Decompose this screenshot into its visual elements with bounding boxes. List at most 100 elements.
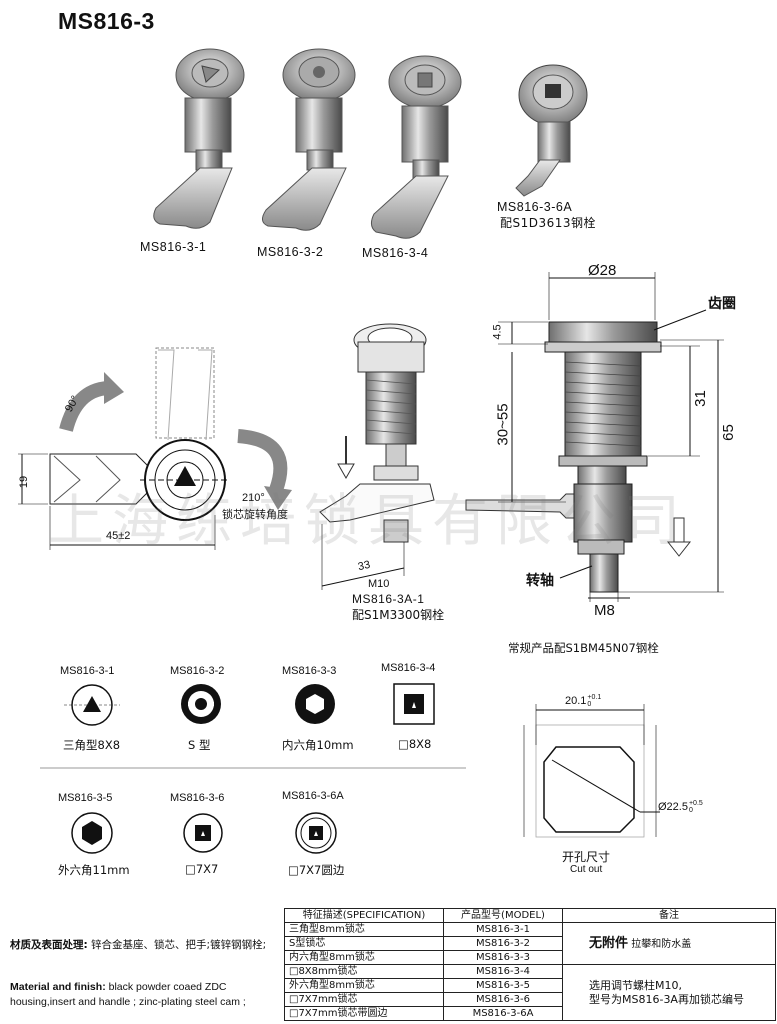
note-adjust-stud-line1: 选用调节螺柱M10, <box>589 978 682 992</box>
insert-icon-ms816-3-4 <box>393 683 435 725</box>
spec-table-header: 特征描述(SPECIFICATION) 产品型号(MODEL) 备注 <box>284 908 776 923</box>
cutout-width-lower-tol: 0 <box>587 701 592 708</box>
material-cn-text: 锌合金基座、锁芯、把手;镀锌钢钢栓; <box>91 939 267 951</box>
dim-45: 45±2 <box>106 530 131 542</box>
dim-33: 33 <box>356 558 372 574</box>
material-en-label: Material and finish <box>10 981 103 993</box>
insert-code-ms816-3-1: MS816-3-1 <box>60 665 115 677</box>
table-row: 三角型8mm锁芯 MS816-3-1 无附件 拉攀和防水盖 <box>284 922 776 965</box>
material-cn-label: 材质及表面处理 <box>10 939 84 951</box>
insert-code-ms816-3-5: MS816-3-5 <box>58 792 113 804</box>
variant-a-model: MS816-3A-1 <box>352 592 425 606</box>
cutout-diameter-lower-tol: 0 <box>688 807 693 814</box>
insert-icon-ms816-3-5 <box>71 812 113 854</box>
insert-icon-ms816-3-6 <box>183 813 223 853</box>
spec-cell: 三角型8mm锁芯 <box>284 922 444 937</box>
insert-icon-ms816-3-3 <box>295 684 335 724</box>
photo-ms816-3-2 <box>262 48 356 231</box>
table-row: □8X8mm锁芯 MS816-3-4 选用调节螺柱M10, 型号为MS816-3… <box>284 964 776 1021</box>
model-header: 产品型号(MODEL) <box>443 908 563 923</box>
insert-desc-ms816-3-5: 外六角11mm <box>58 863 130 877</box>
note-cell-adjust-stud: 选用调节螺柱M10, 型号为MS816-3A再加锁芯编号 <box>562 964 776 1021</box>
insert-desc-ms816-3-1: 三角型8X8 <box>63 738 121 752</box>
spec-cell: □7X7mm锁芯 <box>284 992 444 1007</box>
material-cn: 材质及表面处理: 锌合金基座、锁芯、把手;镀锌钢钢栓; <box>10 939 267 951</box>
dim-4-5: 4.5 <box>491 324 504 340</box>
model-cell: MS816-3-2 <box>443 936 563 951</box>
note-adjust-stud-line2: 型号为MS816-3A再加锁芯编号 <box>589 992 744 1006</box>
dim-m10: M10 <box>368 578 390 590</box>
spec-table: 特征描述(SPECIFICATION) 产品型号(MODEL) 备注 三角型8m… <box>284 908 776 1021</box>
model-cell: MS816-3-4 <box>443 964 563 979</box>
photo-label-ms816-3-6a: MS816-3-6A <box>497 200 573 214</box>
dim-19: 19 <box>18 475 31 489</box>
cutout-width-value: 20.1 <box>565 694 587 707</box>
insert-desc-ms816-3-6a: □7X7圆边 <box>288 863 345 877</box>
spec-cell: □7X7mm锁芯带圆边 <box>284 1006 444 1021</box>
note-no-accessories: 无附件 <box>589 935 629 951</box>
spec-header: 特征描述(SPECIFICATION) <box>284 908 444 923</box>
rotation-210-label: 210° <box>242 492 265 504</box>
insert-code-ms816-3-6: MS816-3-6 <box>170 792 225 804</box>
note-accessories-detail: 拉攀和防水盖 <box>631 938 692 950</box>
photo-ms816-3-4 <box>370 55 462 239</box>
standard-bolt-note: 常规产品配S1BM45N07钢栓 <box>508 641 659 655</box>
note-cell-no-accessories: 无附件 拉攀和防水盖 <box>562 922 776 965</box>
dim-diameter-28: Ø28 <box>588 262 617 279</box>
gear-ring-label: 齿圈 <box>708 296 736 312</box>
cutout-width-upper-tol: +0.1 <box>587 694 602 701</box>
photo-label-ms816-3-6a-bolt: 配S1D3613钢栓 <box>500 216 597 230</box>
insert-desc-ms816-3-2: S 型 <box>188 738 211 752</box>
photo-ms816-3-6a <box>515 64 588 197</box>
variant-a-drawing <box>319 323 435 590</box>
main-section-drawing <box>465 272 724 602</box>
insert-icon-ms816-3-1 <box>64 684 120 726</box>
model-cell: MS816-3-5 <box>443 978 563 993</box>
photo-label-ms816-3-2: MS816-3-2 <box>257 245 324 259</box>
insert-code-ms816-3-6a: MS816-3-6A <box>282 790 344 802</box>
insert-icons <box>64 683 435 854</box>
model-cell: MS816-3-1 <box>443 922 563 937</box>
dim-30-55: 30~55 <box>494 403 512 446</box>
company-watermark: 上海练培锁具有限公司 <box>48 489 688 554</box>
rotation-diagram <box>18 347 292 550</box>
photo-label-ms816-3-1: MS816-3-1 <box>140 240 207 254</box>
page-title: MS816-3 <box>58 8 155 34</box>
insert-code-ms816-3-2: MS816-3-2 <box>170 665 225 677</box>
table-row: □7X7mm锁芯带圆边 MS816-3-6A <box>284 1006 776 1021</box>
photo-ms816-3-1 <box>153 48 245 229</box>
cutout-diagram <box>523 704 660 838</box>
model-cell: MS816-3-3 <box>443 950 563 965</box>
table-row: S型锁芯 MS816-3-2 <box>284 936 776 951</box>
insert-code-ms816-3-4: MS816-3-4 <box>381 662 436 674</box>
insert-icon-ms816-3-2 <box>181 684 221 724</box>
dim-31: 31 <box>691 390 709 407</box>
spec-cell: 外六角型8mm锁芯 <box>284 978 444 993</box>
cutout-diameter-upper-tol: +0.5 <box>688 800 703 807</box>
note-header: 备注 <box>562 908 776 923</box>
model-cell: MS816-3-6A <box>443 1006 563 1021</box>
insert-desc-ms816-3-3: 内六角10mm <box>282 738 354 752</box>
shaft-label: 转轴 <box>526 573 554 589</box>
dim-65: 65 <box>719 424 737 441</box>
material-en-text: black powder coaed ZDC housing,insert an… <box>10 981 246 1008</box>
material-en: Material and finish: black powder coaed … <box>10 981 246 1008</box>
spec-cell: 内六角型8mm锁芯 <box>284 950 444 965</box>
insert-desc-ms816-3-4: □8X8 <box>398 737 432 751</box>
dim-m8: M8 <box>594 602 615 619</box>
cutout-diameter-value: Ø22.5 <box>658 800 688 813</box>
table-row: 内六角型8mm锁芯 MS816-3-3 <box>284 950 776 965</box>
rotation-caption: 锁芯旋转角度 <box>222 508 288 521</box>
variant-a-bolt: 配S1M3300钢栓 <box>352 608 445 622</box>
insert-desc-ms816-3-6: □7X7 <box>185 862 219 876</box>
cutout-label-cn: 开孔尺寸 <box>562 850 611 864</box>
insert-code-ms816-3-3: MS816-3-3 <box>282 665 337 677</box>
model-cell: MS816-3-6 <box>443 992 563 1007</box>
spec-cell: □8X8mm锁芯 <box>284 964 444 979</box>
cutout-label-en: Cut out <box>570 864 603 875</box>
spec-cell: S型锁芯 <box>284 936 444 951</box>
insert-icon-ms816-3-6a <box>295 812 337 854</box>
